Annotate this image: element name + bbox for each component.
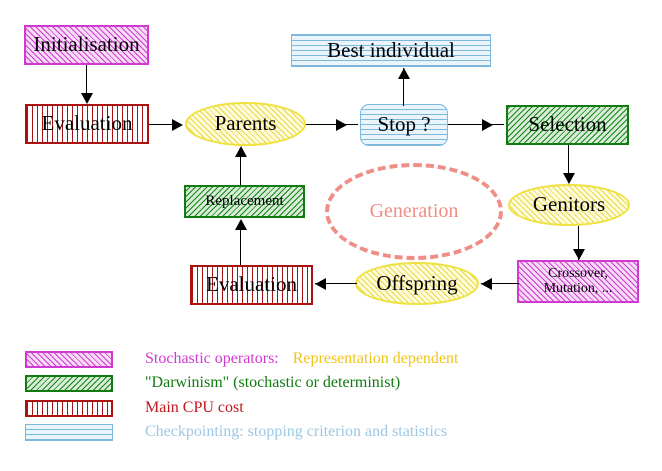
generation-label: Generation	[369, 200, 459, 222]
node-genitors[interactable]: Genitors	[508, 184, 630, 226]
legend-swatch-red-stripes	[25, 399, 113, 417]
node-initialisation[interactable]: Initialisation	[24, 25, 149, 65]
crossover-label-line1: Crossover,	[548, 266, 608, 282]
legend-swatch-blue-stripes	[25, 423, 113, 441]
node-stop[interactable]: Stop ?	[360, 104, 448, 146]
legend-swatch-magenta-hatch	[25, 350, 113, 368]
node-best-individual[interactable]: Best individual	[291, 34, 491, 67]
legend-label-checkpointing: Checkpointing: stopping criterion and st…	[145, 423, 448, 440]
node-crossover-mutation[interactable]: Crossover, Mutation, ...	[517, 260, 639, 303]
legend: Stochastic operators: Representation depe…	[0, 338, 662, 448]
node-evaluation-top[interactable]: Evaluation	[25, 104, 149, 144]
crossover-label-line2: Mutation, ...	[543, 280, 613, 296]
legend-label-darwinism: "Darwinism" (stochastic or determinist)	[145, 374, 401, 391]
node-offspring[interactable]: Offspring	[355, 262, 479, 305]
node-selection[interactable]: Selection	[506, 105, 629, 145]
legend-label-cpu-cost: Main CPU cost	[145, 399, 244, 416]
legend-row-checkpointing: Checkpointing: stopping criterion and st…	[25, 420, 447, 444]
node-replacement[interactable]: Replacement	[184, 185, 305, 218]
legend-label-stochastic-sub: Representation dependent	[292, 350, 459, 367]
node-parents[interactable]: Parents	[185, 102, 306, 146]
legend-label-stochastic: Stochastic operators: Representation depe…	[145, 350, 458, 368]
legend-row-stochastic: Stochastic operators: Representation depe…	[25, 347, 458, 371]
node-generation-group: Generation	[325, 163, 503, 260]
node-evaluation-bottom[interactable]: Evaluation	[190, 265, 313, 305]
legend-swatch-green-hatch	[25, 374, 113, 392]
legend-label-stochastic-main: Stochastic operators:	[145, 350, 279, 367]
legend-row-cpu-cost: Main CPU cost	[25, 396, 244, 420]
legend-row-darwinism: "Darwinism" (stochastic or determinist)	[25, 371, 400, 395]
